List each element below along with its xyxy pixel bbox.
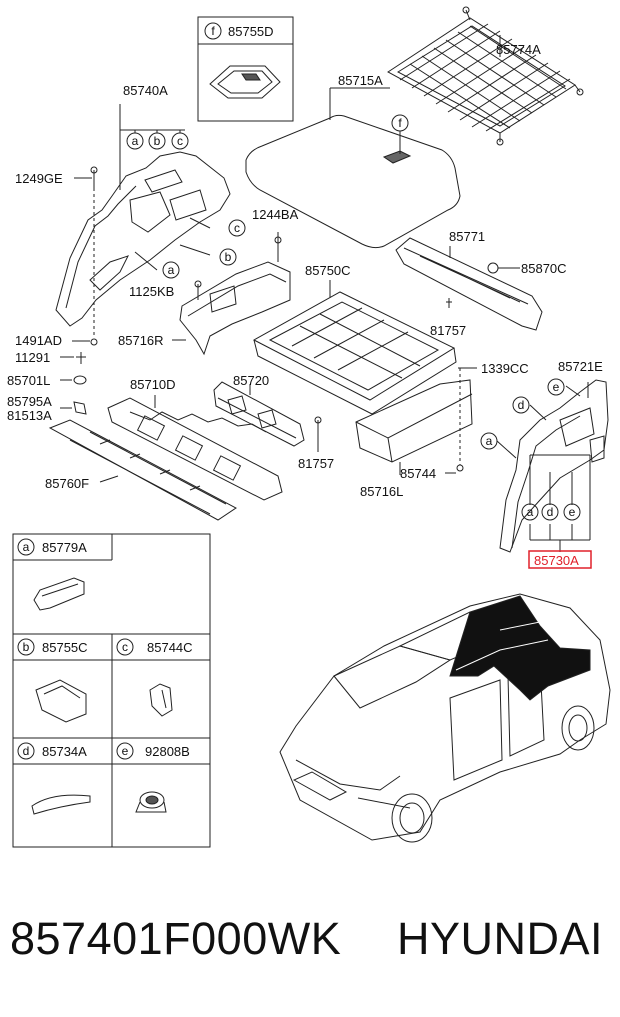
- label-81513A: 81513A: [7, 408, 52, 423]
- legend-letter-e: e: [122, 744, 129, 758]
- legend-part-85744C: 85744C: [147, 640, 193, 655]
- callout-a-4: a: [527, 505, 534, 519]
- parts-diagram: f f a b c c b a e d a a d e a b c d e 85…: [7, 6, 611, 848]
- callout-f-board: f: [398, 116, 402, 130]
- support-bracket-drawing: [213, 381, 322, 452]
- label-81757-lower: 81757: [298, 456, 334, 471]
- legend-part-85779A: 85779A: [42, 540, 87, 555]
- footer: 857401F000WK HYUNDAI: [0, 905, 620, 1005]
- label-1339CC: 1339CC: [481, 361, 529, 376]
- label-85720: 85720: [233, 373, 269, 388]
- label-85771: 85771: [449, 229, 485, 244]
- callout-e-2: e: [569, 505, 576, 519]
- label-85715A: 85715A: [338, 73, 383, 88]
- label-85760F: 85760F: [45, 476, 89, 491]
- label-1125KB: 1125KB: [129, 284, 174, 299]
- label-85716R: 85716R: [118, 333, 164, 348]
- side-cover-right-drawing: [172, 232, 291, 356]
- label-85730A: 85730A: [534, 553, 579, 568]
- callout-f-inset: f: [211, 24, 215, 38]
- callout-d-1: d: [518, 398, 525, 412]
- side-box-left-drawing: [355, 367, 477, 475]
- label-85701L: 85701L: [7, 373, 50, 388]
- legend-part-85734A: 85734A: [42, 744, 87, 759]
- highlighted-part-85730A: 85730A: [528, 550, 592, 569]
- side-trim-left-drawing: [55, 104, 231, 346]
- label-85716L: 85716L: [360, 484, 403, 499]
- callout-c-2: c: [234, 221, 240, 235]
- label-1491AD: 1491AD: [15, 333, 62, 348]
- callout-b-2: b: [225, 250, 232, 264]
- callout-a-1: a: [132, 134, 139, 148]
- luggage-tray-drawing: [252, 280, 457, 415]
- side-trim-right-drawing: [496, 379, 609, 553]
- label-85744: 85744: [400, 466, 436, 481]
- floor-mat-drawing: [48, 419, 237, 521]
- legend-grid: [12, 533, 211, 848]
- label-1249GE: 1249GE: [15, 171, 63, 186]
- legend-letter-b: b: [23, 640, 30, 654]
- label-1244BA: 1244BA: [252, 207, 299, 222]
- legend-part-92808B: 92808B: [145, 744, 190, 759]
- label-81757-upper: 81757: [430, 323, 466, 338]
- label-85755D-inset: 85755D: [228, 24, 274, 39]
- callout-b-1: b: [154, 134, 161, 148]
- legend-part-85755C: 85755C: [42, 640, 88, 655]
- luggage-board-drawing: [245, 87, 461, 249]
- callout-a-2: a: [168, 263, 175, 277]
- rear-trim-drawing: [395, 237, 543, 331]
- label-85721E: 85721E: [558, 359, 603, 374]
- callout-c-1: c: [177, 134, 183, 148]
- part-number: 857401F000WK: [10, 913, 342, 964]
- callout-a-3: a: [486, 434, 493, 448]
- label-85710D: 85710D: [130, 377, 176, 392]
- label-11291: 11291: [15, 350, 50, 365]
- label-85795A: 85795A: [7, 394, 52, 409]
- floor-bracket-drawing: [107, 395, 283, 501]
- label-85870C: 85870C: [521, 261, 567, 276]
- callout-e-1: e: [553, 380, 560, 394]
- legend-letter-c: c: [122, 640, 128, 654]
- inset-f-box: [197, 16, 294, 122]
- label-85774A: 85774A: [496, 42, 541, 57]
- brand-name: HYUNDAI: [397, 913, 604, 964]
- vehicle-illustration: [279, 593, 611, 843]
- label-85750C: 85750C: [305, 263, 351, 278]
- label-85740A: 85740A: [123, 83, 168, 98]
- cargo-net-drawing: [387, 6, 584, 146]
- callout-d-2: d: [547, 505, 554, 519]
- legend-letter-d: d: [23, 744, 30, 758]
- small-fasteners-left: [60, 352, 87, 415]
- legend-letter-a: a: [23, 540, 30, 554]
